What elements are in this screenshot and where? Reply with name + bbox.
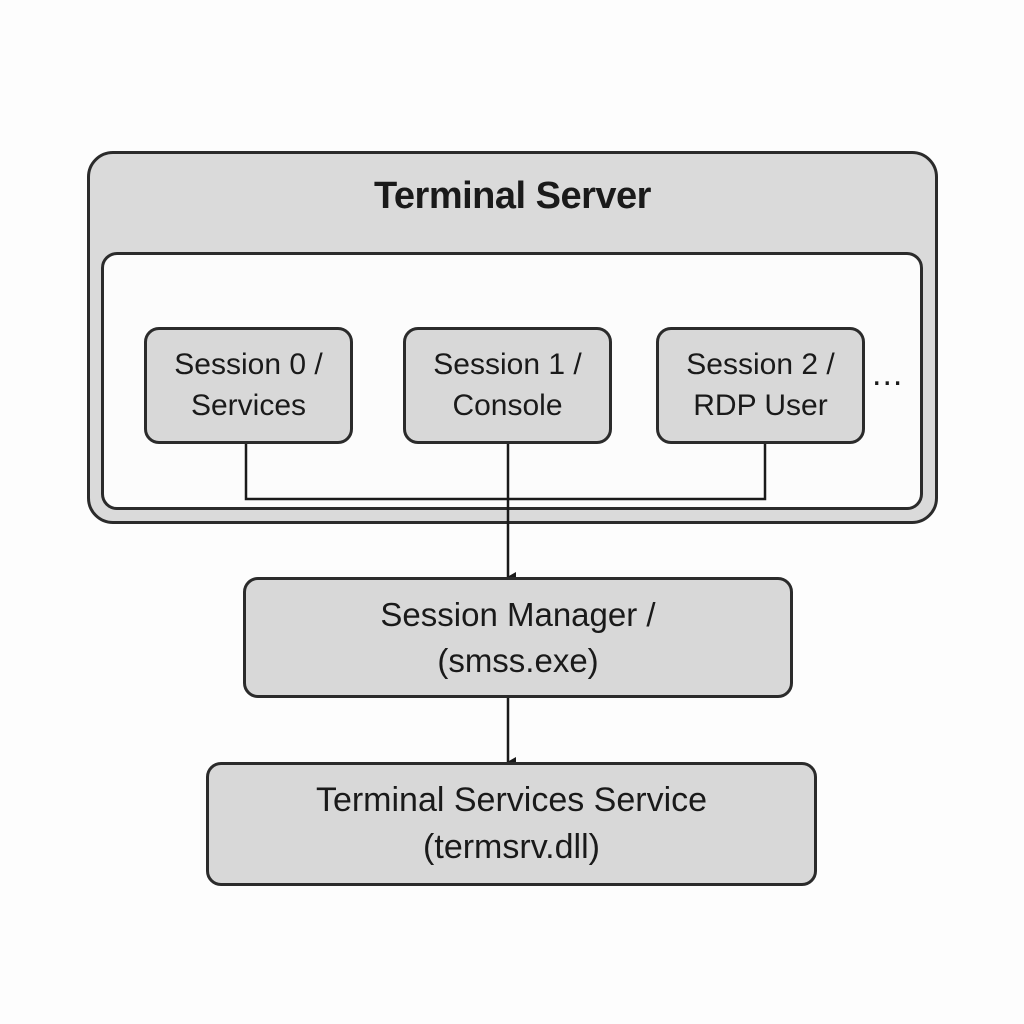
session-1-box: Session 1 / Console xyxy=(403,327,612,444)
session-1-label-line1: Session 1 / xyxy=(433,348,582,381)
terminal-server-title: Terminal Server xyxy=(374,175,651,217)
session-manager-label-line2: (smss.exe) xyxy=(437,641,599,679)
terminal-services-label-line1: Terminal Services Service xyxy=(315,781,708,820)
session-2-label-line1: Session 2 / xyxy=(686,348,835,381)
session-2-label-line2: RDP User xyxy=(693,388,828,422)
terminal-services-label-line2: (termsrv.dll) xyxy=(423,828,600,866)
terminal-services-box: Terminal Services Service (termsrv.dll) xyxy=(206,762,817,886)
session-1-label-line2: Console xyxy=(452,388,563,422)
session-bus-line xyxy=(244,444,767,501)
session-0-label-line1: Session 0 / xyxy=(174,348,323,381)
session-manager-box: Session Manager / (smss.exe) xyxy=(243,577,793,698)
session-manager-label-line1: Session Manager / xyxy=(380,595,656,633)
more-sessions-ellipsis: ... xyxy=(872,355,904,393)
session-0-box: Session 0 / Services xyxy=(144,327,353,444)
session-2-box: Session 2 / RDP User xyxy=(656,327,865,444)
session-0-label-line2: Services xyxy=(190,388,307,422)
